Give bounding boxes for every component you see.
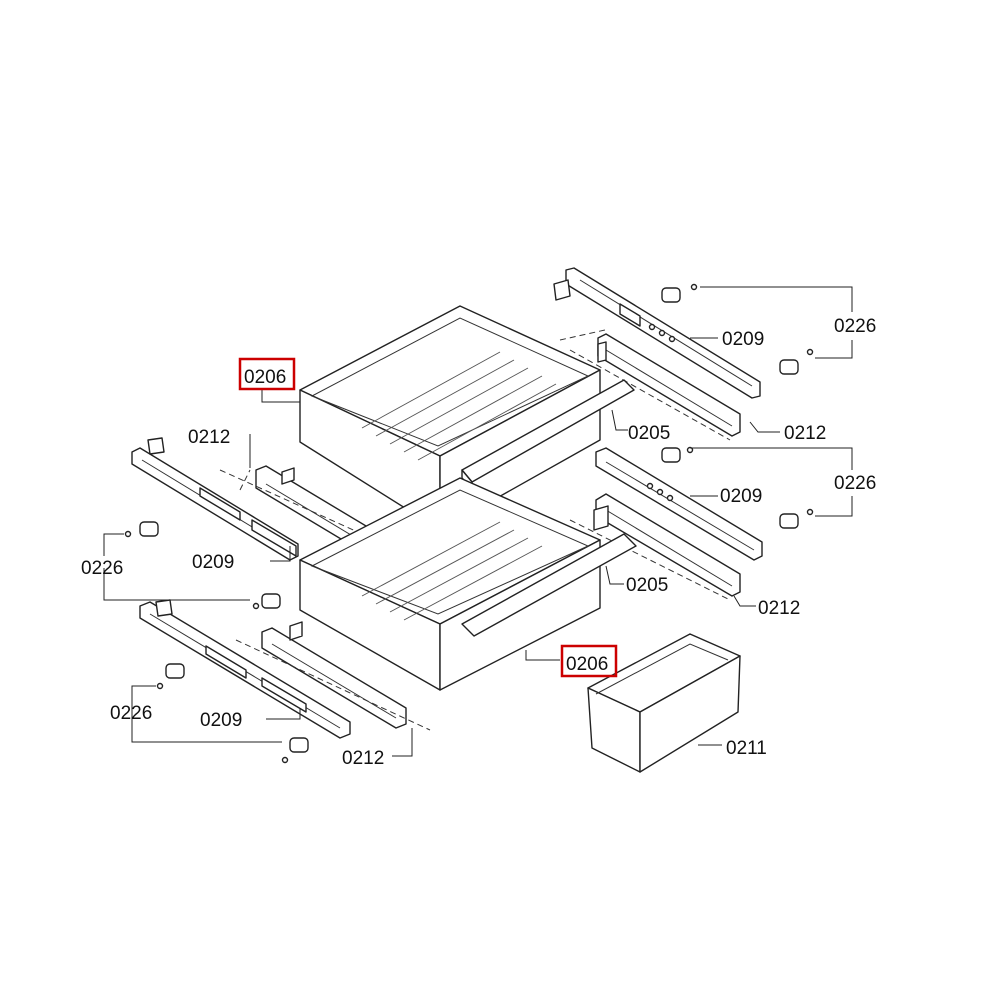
rail-0209-left-lower: [139, 599, 351, 739]
rail-0209-left-upper: [131, 437, 299, 561]
callout-0212-tr: 0212: [784, 423, 826, 444]
callout-0205-top: 0205: [628, 423, 670, 444]
callout-0212-bl: 0212: [342, 748, 384, 769]
highlight-box-0206-top: [238, 357, 296, 391]
callout-0211: 0211: [726, 738, 767, 759]
leader-lines: [103, 286, 853, 757]
rail-0212-right-lower: [593, 493, 741, 597]
crisper-drawer-upper: [299, 305, 635, 531]
callout-0226-tr: 0226: [834, 316, 876, 337]
rail-0212-right-upper: [597, 333, 741, 437]
callout-0226-ml: 0226: [81, 558, 123, 579]
storage-bin-0211: [587, 633, 741, 773]
callout-0209-ml: 0209: [192, 552, 234, 573]
rail-0212-left-lower: [261, 621, 407, 729]
roller-screw-mr-b: [779, 508, 814, 529]
roller-screw-mr-a: [661, 446, 694, 463]
callout-0212-mr: 0212: [758, 598, 800, 619]
roller-screw-tr-a: [661, 283, 698, 303]
rail-0209-right-upper: [553, 267, 761, 399]
callout-0209-bl: 0209: [200, 710, 242, 731]
callout-0226-mr: 0226: [834, 473, 876, 494]
callout-0209-tr: 0209: [722, 329, 764, 350]
roller-screw-bl-a: [156, 663, 185, 690]
roller-screw-bl-b: [281, 737, 309, 764]
callout-0226-bl: 0226: [110, 703, 152, 724]
callout-0212-tl: 0212: [188, 427, 230, 448]
roller-screw-tr-b: [779, 348, 814, 375]
roller-screw-ml-b: [252, 593, 281, 610]
crisper-drawer-lower: [299, 477, 637, 691]
callout-0206-top: 0206: [244, 367, 286, 388]
highlight-box-0206-bottom: [560, 644, 618, 678]
callout-0205-bottom: 0205: [626, 575, 668, 596]
callout-0206-bottom: 0206: [566, 654, 608, 675]
roller-screw-ml-a: [124, 521, 159, 538]
callout-0209-mr: 0209: [720, 486, 762, 507]
rail-0209-right-lower: [595, 447, 763, 561]
